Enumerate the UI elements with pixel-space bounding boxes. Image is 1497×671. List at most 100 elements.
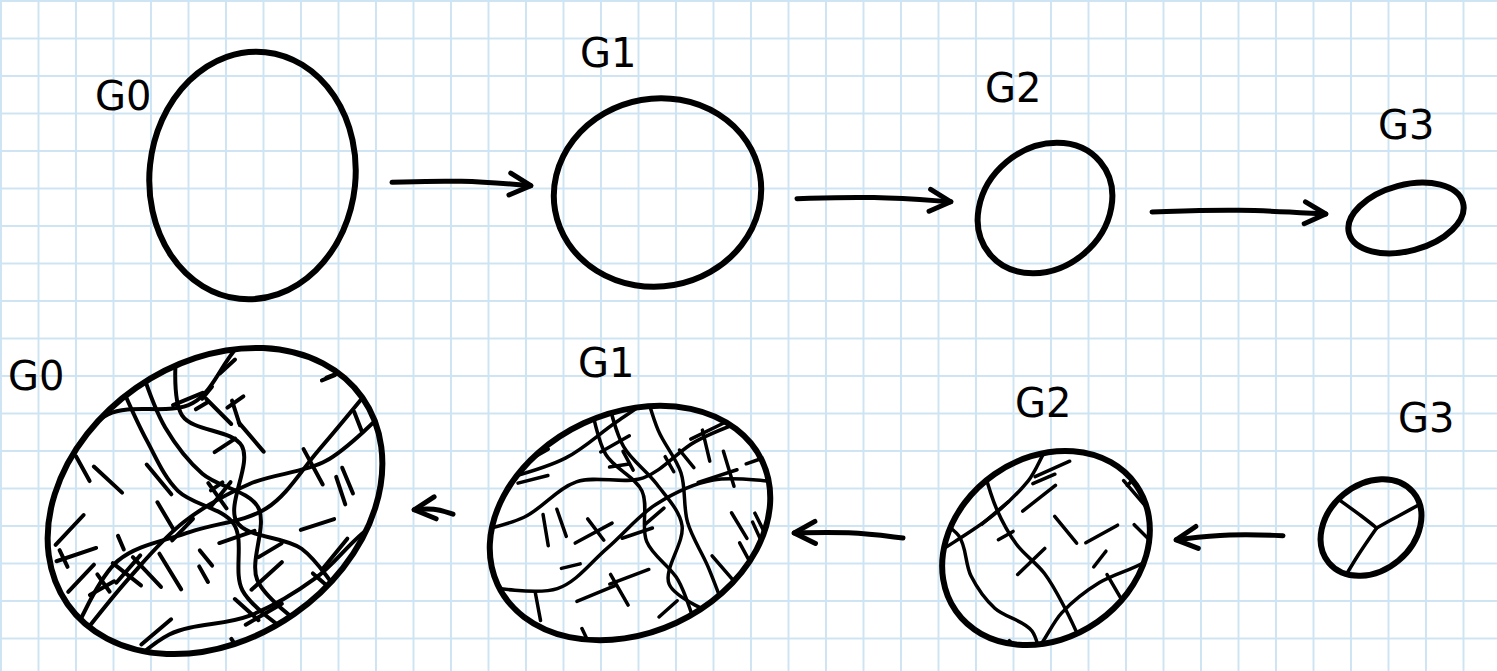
mesh-edge bbox=[55, 386, 391, 639]
graph-ellipse: G2 bbox=[970, 138, 1120, 278]
graph-label: G1 bbox=[580, 30, 636, 76]
arrow bbox=[1152, 210, 1326, 214]
ellipse-outline bbox=[1315, 475, 1427, 580]
mesh-edge bbox=[111, 555, 145, 582]
arrow bbox=[1176, 535, 1283, 540]
graph-ellipse: G1 bbox=[485, 403, 775, 643]
mesh-edge bbox=[74, 456, 93, 481]
mesh-edge bbox=[147, 463, 172, 496]
mesh-edge bbox=[300, 449, 327, 484]
graph-ellipse: G0 bbox=[35, 336, 395, 666]
mesh-edge bbox=[981, 527, 1190, 671]
mesh-edge bbox=[196, 401, 209, 410]
graph-ellipse: G3 bbox=[1315, 475, 1427, 580]
ellipse-outline bbox=[970, 138, 1120, 278]
mesh-edge bbox=[968, 470, 1099, 645]
mesh-edge bbox=[200, 550, 212, 567]
mesh-edge bbox=[215, 438, 236, 453]
ellipse-outline bbox=[145, 48, 360, 303]
ellipse-outline bbox=[485, 403, 775, 643]
ellipse-border bbox=[0, 285, 442, 671]
ellipse-border bbox=[137, 41, 368, 309]
mesh-edge bbox=[116, 536, 127, 550]
mesh-edge bbox=[899, 410, 1112, 571]
mesh-edge bbox=[600, 436, 631, 452]
mesh-edge bbox=[51, 515, 89, 545]
mesh-edge bbox=[107, 459, 442, 671]
ellipse-outline bbox=[935, 453, 1157, 643]
mesh-edge bbox=[157, 554, 183, 590]
graph-label: G3 bbox=[1398, 395, 1454, 441]
graph-ellipse: G1 bbox=[550, 95, 765, 290]
mesh-edge bbox=[1014, 548, 1048, 574]
graph-label: G2 bbox=[985, 65, 1041, 111]
mesh-edge bbox=[656, 601, 680, 617]
mesh-edge bbox=[665, 456, 674, 472]
mesh-edge bbox=[554, 509, 569, 536]
mesh-edge bbox=[139, 619, 173, 644]
mesh-edge bbox=[113, 557, 141, 591]
mesh-edge bbox=[1035, 455, 1070, 482]
arrow bbox=[414, 509, 453, 514]
mesh-edge bbox=[97, 574, 109, 591]
mesh-edge bbox=[535, 515, 556, 546]
graph-ellipse: G2 bbox=[935, 453, 1157, 643]
ellipse-outline bbox=[1345, 178, 1467, 258]
mesh-edge bbox=[211, 482, 223, 490]
mesh-edge bbox=[259, 542, 282, 559]
graph-label: G2 bbox=[1015, 380, 1071, 426]
ellipse-border bbox=[539, 82, 776, 303]
ellipse-border bbox=[904, 411, 1187, 671]
arrow bbox=[797, 197, 951, 201]
mesh-edge bbox=[980, 502, 1010, 524]
mesh-edge bbox=[585, 404, 702, 629]
mesh-edge bbox=[622, 525, 652, 542]
graph-label: G0 bbox=[8, 353, 64, 399]
graph-label: G1 bbox=[578, 340, 634, 386]
mesh-edge bbox=[577, 584, 615, 603]
mesh-edge bbox=[611, 573, 629, 606]
mesh-edge bbox=[173, 387, 203, 411]
mesh-edge bbox=[198, 566, 210, 582]
mesh-edge bbox=[582, 628, 599, 665]
mesh-edge bbox=[208, 483, 226, 509]
mesh-edge bbox=[121, 362, 326, 629]
mesh-edge bbox=[561, 560, 580, 571]
mesh-edge bbox=[227, 396, 243, 407]
mesh-edge bbox=[156, 502, 176, 530]
ellipse-border bbox=[1340, 171, 1471, 265]
mesh-edge bbox=[680, 448, 694, 470]
mesh-edge bbox=[239, 421, 264, 454]
ellipse-outline bbox=[550, 95, 765, 290]
mesh-edge bbox=[219, 522, 254, 551]
mesh-edge bbox=[329, 477, 352, 504]
mesh-lines bbox=[438, 348, 822, 671]
mesh-edge bbox=[624, 384, 746, 611]
mesh-edge bbox=[1055, 515, 1077, 545]
mesh-edge bbox=[719, 451, 739, 486]
mesh-lines bbox=[890, 397, 1201, 671]
mesh-edge bbox=[485, 450, 783, 615]
mesh-edge bbox=[1086, 522, 1118, 546]
mesh-edge bbox=[732, 511, 747, 539]
mesh-edge bbox=[0, 283, 317, 534]
arrow bbox=[794, 532, 903, 538]
mesh-edge bbox=[218, 360, 236, 374]
mesh-edge bbox=[64, 565, 98, 592]
mesh-edge bbox=[697, 430, 716, 461]
mesh-edge bbox=[574, 523, 613, 543]
mesh-edge bbox=[249, 562, 285, 590]
mesh-edge bbox=[690, 422, 726, 439]
graph-label: G3 bbox=[1378, 102, 1434, 148]
mesh-edge bbox=[235, 595, 259, 624]
mesh-edge bbox=[57, 550, 70, 567]
arrow bbox=[392, 181, 531, 186]
mesh-edge bbox=[1021, 485, 1056, 511]
ellipse-border bbox=[1301, 459, 1441, 596]
mesh-edge bbox=[998, 530, 1013, 541]
mesh-edge bbox=[206, 395, 231, 427]
mesh-edge bbox=[1090, 551, 1109, 567]
mesh-lines bbox=[1296, 454, 1432, 584]
mesh-edge bbox=[94, 462, 122, 497]
mesh-lines bbox=[0, 271, 456, 671]
